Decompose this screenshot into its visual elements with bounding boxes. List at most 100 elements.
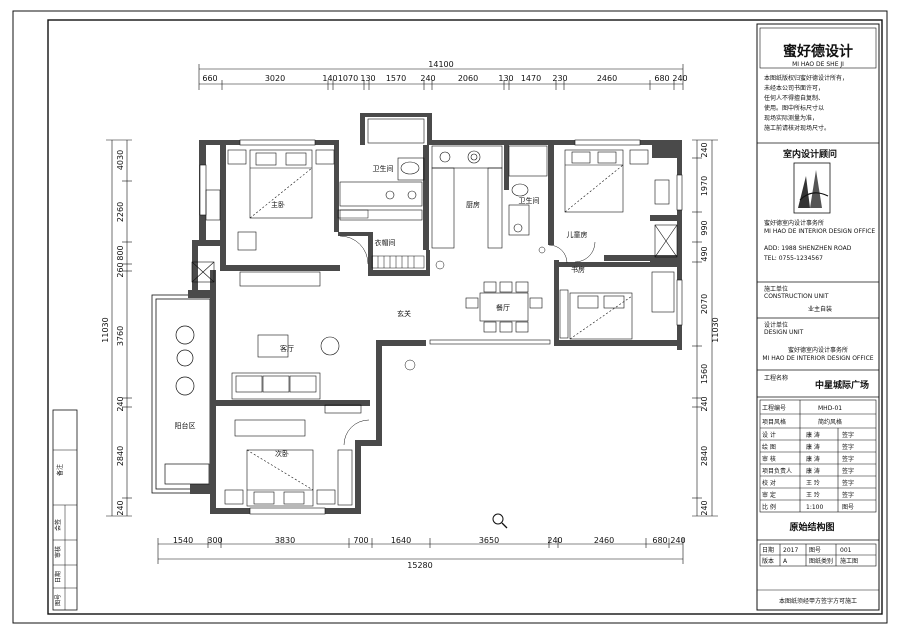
row-sign-6: 图号 bbox=[842, 504, 854, 511]
address-line-0: ADD: 1988 SHENZHEN ROAD bbox=[764, 245, 852, 252]
row-label-5: 审 定 bbox=[762, 491, 776, 499]
dim-left-2: 800 bbox=[116, 245, 125, 260]
magnifier-icon[interactable] bbox=[492, 513, 508, 529]
footer-cell-7: 施工图 bbox=[840, 557, 858, 565]
drawing-title: 原始结构图 bbox=[789, 521, 834, 533]
room-label-master: 主卧 bbox=[271, 200, 285, 209]
master-bed bbox=[205, 149, 335, 251]
inner-frame bbox=[47, 19, 883, 615]
footer-cell-0: 日期 bbox=[762, 546, 774, 554]
dim-right-1: 1970 bbox=[700, 176, 709, 196]
project-name: 中星城际广场 bbox=[815, 379, 869, 391]
row-label-3: 项目负责人 bbox=[762, 467, 792, 475]
left-signoff-strip: 备注 会签 审核 日期 图号 bbox=[52, 409, 78, 611]
notice-line-3: 使用。图中所标尺寸以 bbox=[764, 104, 824, 112]
designer-label-en: DESIGN UNIT bbox=[764, 329, 804, 336]
row-label-6: 比 例 bbox=[762, 503, 776, 511]
room-label-bath: 卫生间 bbox=[373, 164, 394, 173]
strip-label-countersign: 会签 bbox=[54, 519, 62, 531]
dim-top-3: 1070 bbox=[338, 74, 358, 83]
dim-right-3: 490 bbox=[700, 246, 709, 261]
logo-subtitle: MI HAO DE SHE JI bbox=[792, 61, 844, 68]
dim-bottom-5: 3650 bbox=[479, 536, 499, 545]
strip-label-sheet: 图号 bbox=[55, 594, 62, 606]
kitchen-counter bbox=[431, 145, 503, 249]
footer-cell-3: 001 bbox=[840, 547, 852, 554]
right-dimension-chain: 240 1970 990 490 2070 1560 240 2840 240 … bbox=[692, 139, 720, 517]
ac-units bbox=[191, 224, 678, 313]
dim-top-overall: 14100 bbox=[428, 60, 453, 69]
windows bbox=[199, 139, 683, 515]
dim-right-6: 240 bbox=[700, 396, 709, 411]
dining-set bbox=[465, 281, 543, 333]
row-name-6: 1:100 bbox=[806, 504, 823, 511]
left-dimension-chain: 4030 2260 800 260 3760 240 2840 240 1103… bbox=[101, 139, 132, 517]
dim-right-2: 990 bbox=[700, 220, 709, 235]
dim-right-0: 240 bbox=[700, 142, 709, 157]
designer-label: 设计单位 bbox=[764, 321, 788, 329]
row-sign-3: 签字 bbox=[842, 467, 854, 475]
top-dimension-chain: 14100 660 3020 140 1070 130 1570 240 206… bbox=[198, 60, 688, 90]
room-label-balcony: 阳台区 bbox=[175, 421, 196, 430]
balcony-railing bbox=[151, 294, 215, 494]
strip-label-remarks: 备注 bbox=[56, 464, 64, 476]
dim-top-10: 230 bbox=[552, 74, 567, 83]
row-name-0: 康 涛 bbox=[806, 431, 820, 439]
dim-top-11: 2460 bbox=[597, 74, 617, 83]
title-block: 蜜好德设计 MI HAO DE SHE JI 本图纸版权归蜜好德设计所有， 未经… bbox=[756, 23, 880, 611]
room-label-kitchen: 厨房 bbox=[466, 200, 480, 209]
dim-right-8: 240 bbox=[700, 500, 709, 515]
row-name-5: 王 玲 bbox=[806, 491, 820, 499]
row-sign-1: 签字 bbox=[842, 443, 854, 451]
room-label-second: 次卧 bbox=[275, 449, 289, 458]
address-line-1: TEL: 0755-1234567 bbox=[763, 255, 823, 262]
dim-left-overall: 11030 bbox=[101, 317, 110, 342]
dim-bottom-8: 680 bbox=[652, 536, 667, 545]
closet-shelving bbox=[337, 209, 425, 269]
dim-top-7: 2060 bbox=[458, 74, 478, 83]
footer-note: 本图纸须经甲方签字方可施工 bbox=[779, 597, 857, 605]
room-label-entry: 玄关 bbox=[397, 309, 411, 318]
notice-line-2: 任何人不得擅自复制、 bbox=[764, 94, 824, 102]
dim-top-12: 680 bbox=[654, 74, 669, 83]
company-name: 蜜好德室内设计事务所 bbox=[764, 219, 824, 227]
notice-line-5: 施工前请核对现场尺寸。 bbox=[764, 124, 830, 132]
row-label-2: 审 核 bbox=[762, 455, 776, 463]
kids-bed bbox=[564, 149, 670, 213]
bathroom-fixtures bbox=[339, 118, 548, 236]
row-name-1: 康 涛 bbox=[806, 443, 820, 451]
dim-top-9: 1470 bbox=[521, 74, 541, 83]
strip-label-date: 日期 bbox=[54, 571, 62, 583]
row-sign-4: 签字 bbox=[842, 479, 854, 487]
style-value: 简约风格 bbox=[818, 418, 842, 426]
dim-bottom-6: 240 bbox=[547, 536, 562, 545]
room-label-living: 客厅 bbox=[280, 344, 294, 353]
notice-line-0: 本图纸版权归蜜好德设计所有， bbox=[764, 74, 848, 82]
row-label-1: 绘 图 bbox=[762, 443, 776, 451]
dim-top-1: 3020 bbox=[265, 74, 285, 83]
section-design-advisor: 室内设计顾问 bbox=[783, 148, 837, 160]
drawing-no-label: 工程编号 bbox=[762, 404, 786, 412]
style-label: 项目风格 bbox=[762, 418, 786, 426]
room-label-kids: 儿童房 bbox=[567, 230, 588, 239]
logo-text: 蜜好德设计 bbox=[783, 43, 853, 60]
dim-left-5: 240 bbox=[116, 396, 125, 411]
dim-bottom-0: 1540 bbox=[173, 536, 193, 545]
row-sign-5: 签字 bbox=[842, 491, 854, 499]
footer-cell-2: 图号 bbox=[809, 547, 821, 554]
dim-bottom-4: 1640 bbox=[391, 536, 411, 545]
dim-right-4: 2070 bbox=[700, 294, 709, 314]
notice-line-1: 未经本公司书面许可， bbox=[764, 84, 824, 92]
row-label-0: 设 计 bbox=[762, 431, 776, 439]
dim-top-5: 1570 bbox=[386, 74, 406, 83]
signoff-table bbox=[759, 399, 877, 513]
strip-label-review: 审核 bbox=[54, 546, 62, 558]
balcony-furniture bbox=[164, 325, 210, 485]
dim-top-8: 130 bbox=[498, 74, 513, 83]
dim-bottom-3: 700 bbox=[353, 536, 368, 545]
dim-right-5: 1560 bbox=[700, 364, 709, 384]
floor-plan: 主卧 卫生间 衣帽间 厨房 卫生间 儿童房 玄关 餐厅 客厅 阳台区 次卧 书房 bbox=[151, 113, 683, 515]
dim-left-1: 2260 bbox=[116, 202, 125, 222]
consultant-label-en: CONSTRUCTION UNIT bbox=[764, 293, 829, 300]
